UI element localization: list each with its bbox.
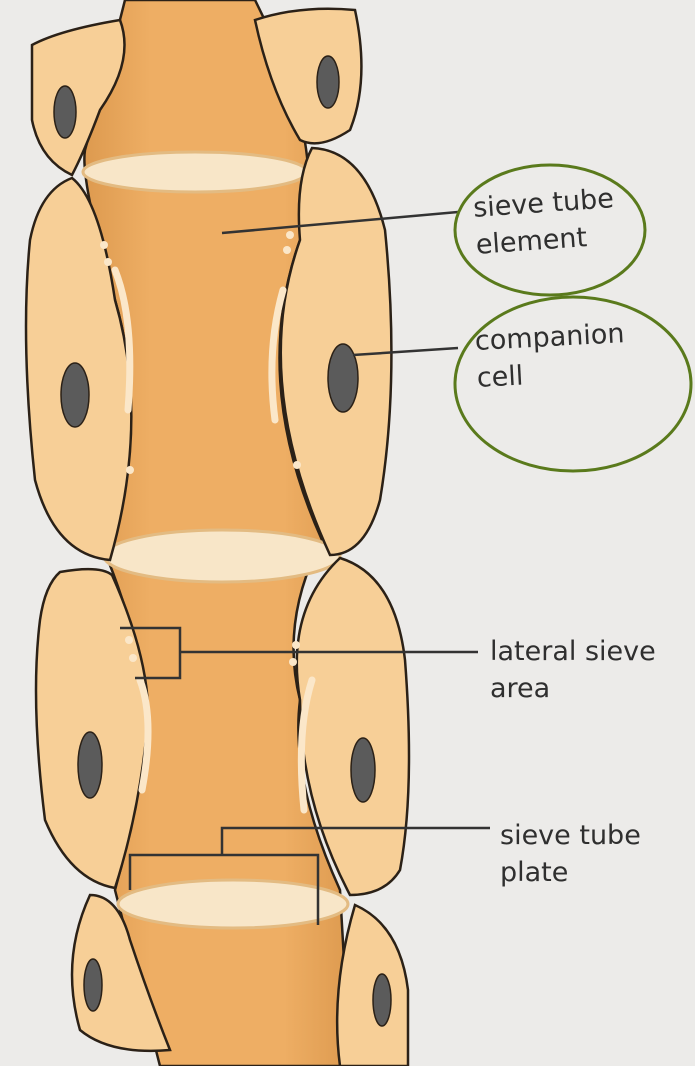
label-line: cell [476, 352, 627, 397]
nucleus [84, 959, 102, 1011]
nucleus [351, 738, 375, 802]
sieve-plate-middle [104, 530, 340, 582]
label-sieve-tube-plate: sieve tube plate [500, 817, 641, 892]
label-companion-cell: companion cell [474, 315, 627, 397]
companion-cell-right-3 [337, 905, 408, 1066]
nucleus [78, 732, 102, 798]
label-line: area [490, 670, 656, 707]
sieve-plate-bottom [118, 880, 348, 928]
label-line: sieve tube [500, 817, 641, 854]
nucleus [54, 86, 76, 138]
sieve-plate-top [83, 152, 307, 192]
nucleus [61, 363, 89, 427]
nucleus [373, 974, 391, 1026]
label-lateral-sieve-area: lateral sieve area [490, 633, 656, 708]
nucleus [317, 56, 339, 108]
label-line: plate [500, 854, 641, 891]
label-sieve-tube-element: sieve tube element [472, 180, 618, 264]
label-line: lateral sieve [490, 633, 656, 670]
